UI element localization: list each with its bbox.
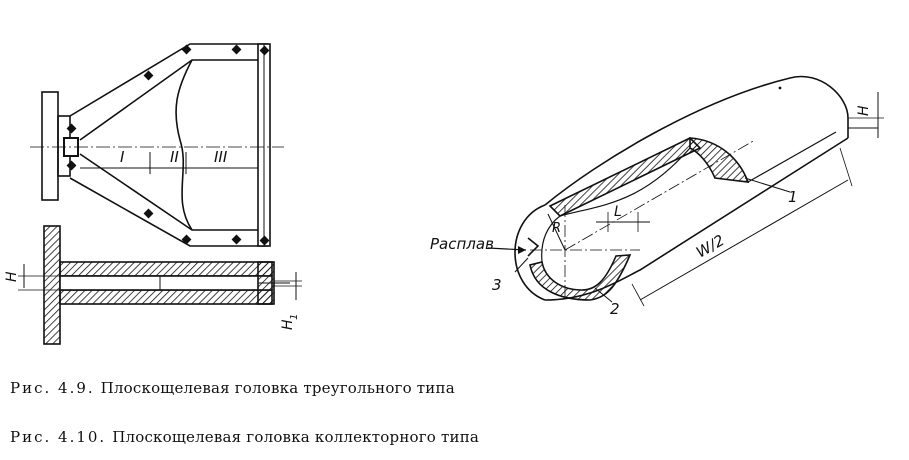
fig49-plan-view xyxy=(30,43,284,247)
zone-labels: I II III xyxy=(120,148,228,166)
zone-label-2: II xyxy=(170,148,179,166)
outer-wall-top xyxy=(69,43,268,117)
caption-text: Плоскощелевая головка треугольного типа xyxy=(100,379,455,397)
inner-wall-top xyxy=(79,59,258,141)
bolts xyxy=(66,44,270,246)
fig49-section-view xyxy=(18,225,302,345)
caption-fig-4-9: Рис. 4.9. Плоскощелевая головка треугольн… xyxy=(10,379,455,397)
section-lower-body xyxy=(59,289,273,305)
section-dimensions: H H 1 xyxy=(4,271,300,330)
melt-arrow-head xyxy=(518,246,526,254)
section-flange xyxy=(43,225,61,345)
die-bottom-outline xyxy=(544,137,849,301)
collector-channel-end xyxy=(541,215,561,263)
caption-text: Плоскощелевая головка коллекторного типа xyxy=(112,428,480,446)
radius-label: R xyxy=(552,221,561,236)
gap-label: H xyxy=(856,105,872,116)
callout-leader-2 xyxy=(594,287,613,303)
dim-w2-line xyxy=(639,179,849,301)
section-upper-body xyxy=(59,261,273,277)
callout-3: 3 xyxy=(492,276,502,294)
dim-h1-label: H xyxy=(280,319,296,330)
inner-wall-bottom xyxy=(79,153,258,231)
inlet-flange xyxy=(41,91,59,201)
callout-2: 2 xyxy=(610,300,620,318)
outer-wall-bottom xyxy=(69,177,268,247)
caption-number: Рис. 4.9. xyxy=(10,379,95,397)
section-channel xyxy=(59,275,273,291)
dim-h-label: H xyxy=(4,271,20,282)
melt-label: Расплав xyxy=(430,235,494,253)
callout-leader-3 xyxy=(514,257,529,273)
die-top-outline xyxy=(544,75,849,206)
dim-h1-subscript: 1 xyxy=(289,314,300,320)
cut-face-collector xyxy=(689,137,750,183)
radius-line xyxy=(547,213,566,251)
slit-edge xyxy=(747,131,837,183)
zone-label-3: III xyxy=(214,148,228,166)
axis-long xyxy=(564,139,756,251)
fig410-labels: Расплав R L W/2 H 1 2 3 xyxy=(430,105,872,318)
cut-face-bottom xyxy=(529,254,632,301)
callout-leader-1 xyxy=(744,177,791,193)
zone-label-1: I xyxy=(120,148,125,166)
die-front-end xyxy=(514,204,546,301)
width-label: W/2 xyxy=(693,231,727,261)
callout-1: 1 xyxy=(788,188,798,206)
length-label: L xyxy=(614,204,622,220)
caption-fig-4-10: Рис. 4.10. Плоскощелевая головка коллекто… xyxy=(10,428,479,446)
inlet-notch xyxy=(527,237,540,257)
fig410-manifold-die xyxy=(487,75,884,307)
caption-number: Рис. 4.10. xyxy=(10,428,107,446)
restriction-bar xyxy=(175,59,193,231)
collector-channel-top xyxy=(559,147,691,217)
